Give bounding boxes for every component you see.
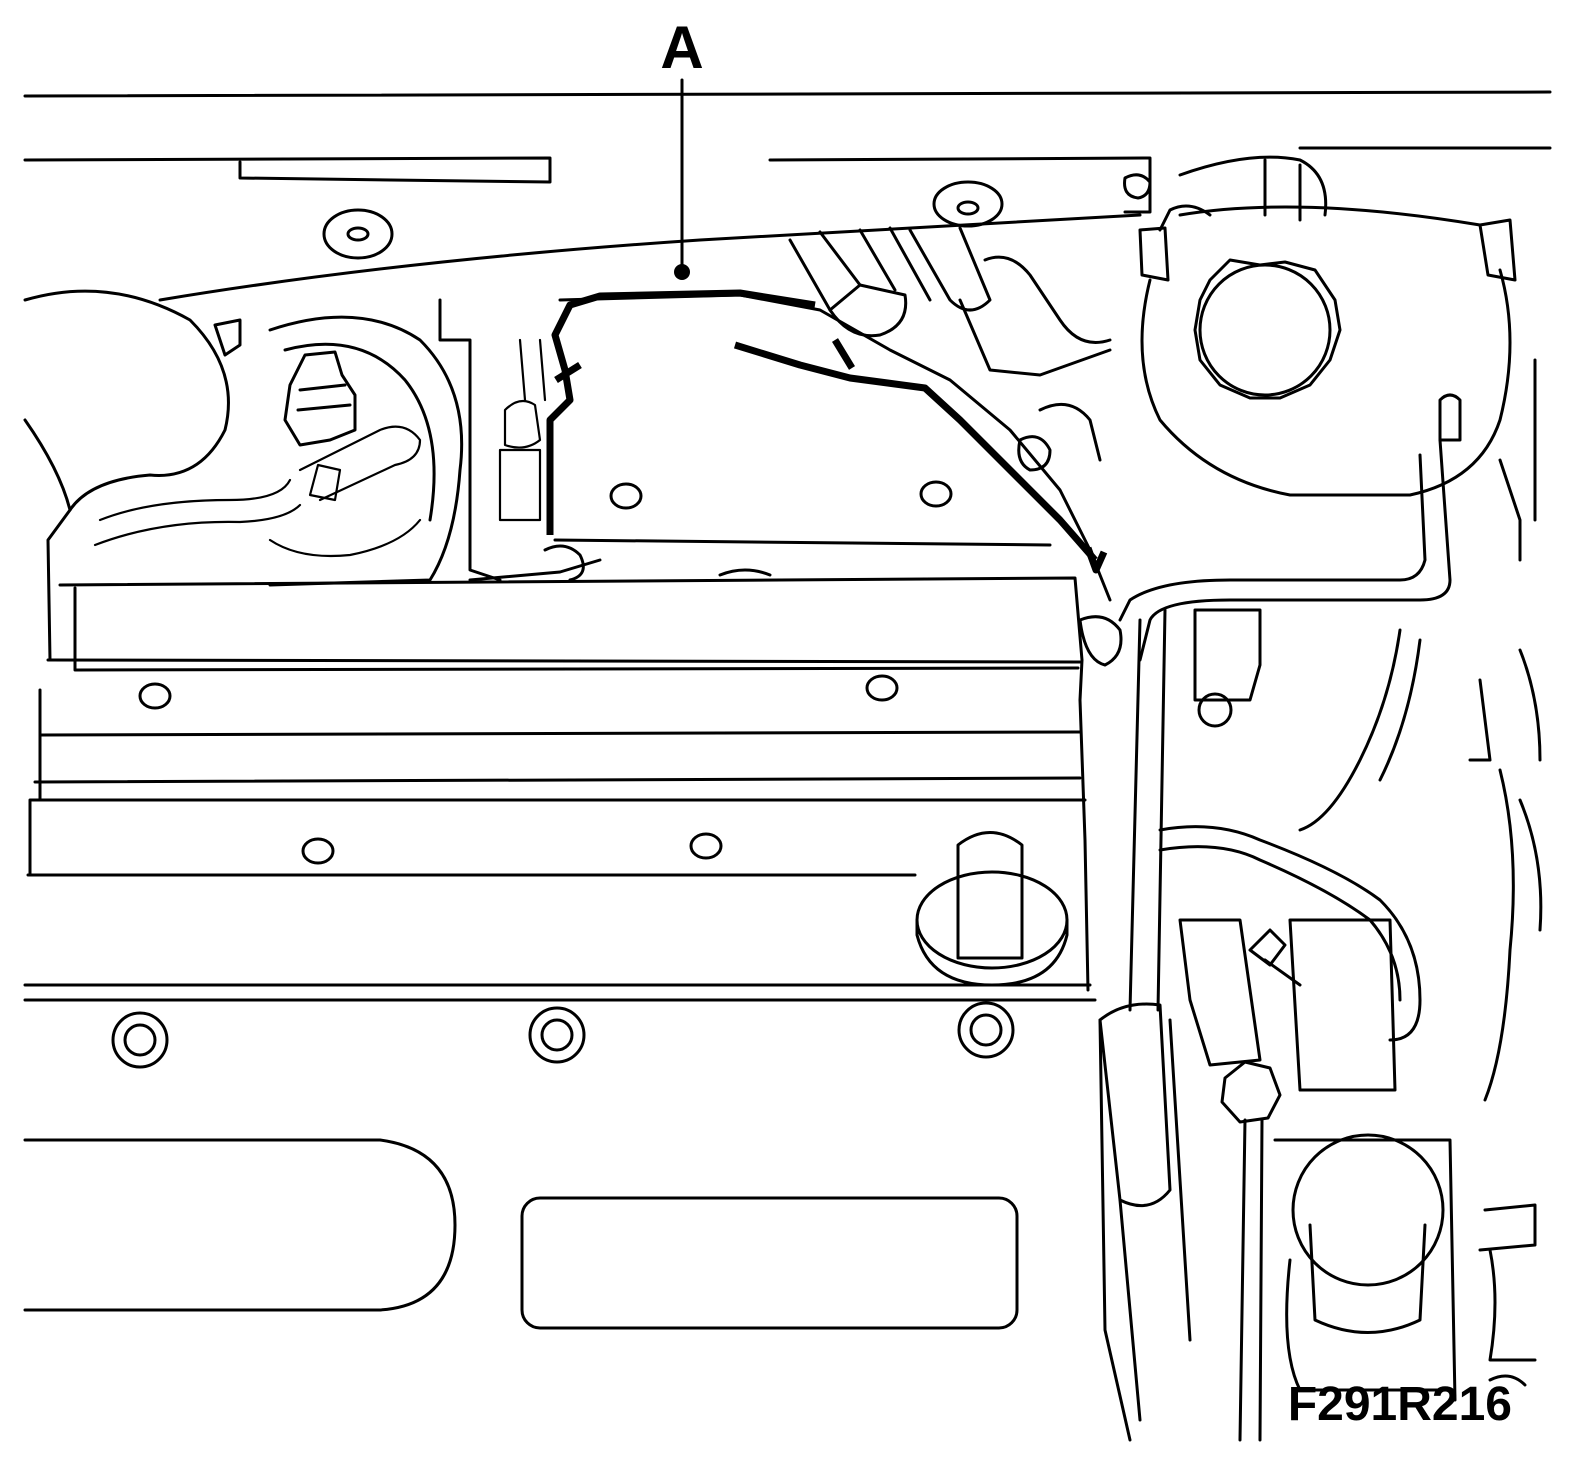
- right-lower-assemblies: [1098, 608, 1543, 1442]
- wiring-harness: [546, 289, 1108, 574]
- cowl-panel: [23, 90, 1552, 302]
- coolant-expansion-tank: [1118, 155, 1537, 662]
- oil-filler-cap: [915, 831, 1069, 987]
- intake-housing: [438, 293, 1112, 602]
- callout-a: A: [660, 14, 704, 280]
- callout-dot: [674, 264, 690, 280]
- hoses: [788, 226, 1112, 472]
- valve-cover: [23, 576, 1123, 1002]
- figure-id: F291R216: [1288, 1378, 1512, 1431]
- left-component: [23, 289, 464, 662]
- callout-label: A: [660, 14, 703, 81]
- manifold-cover: [23, 1001, 1019, 1330]
